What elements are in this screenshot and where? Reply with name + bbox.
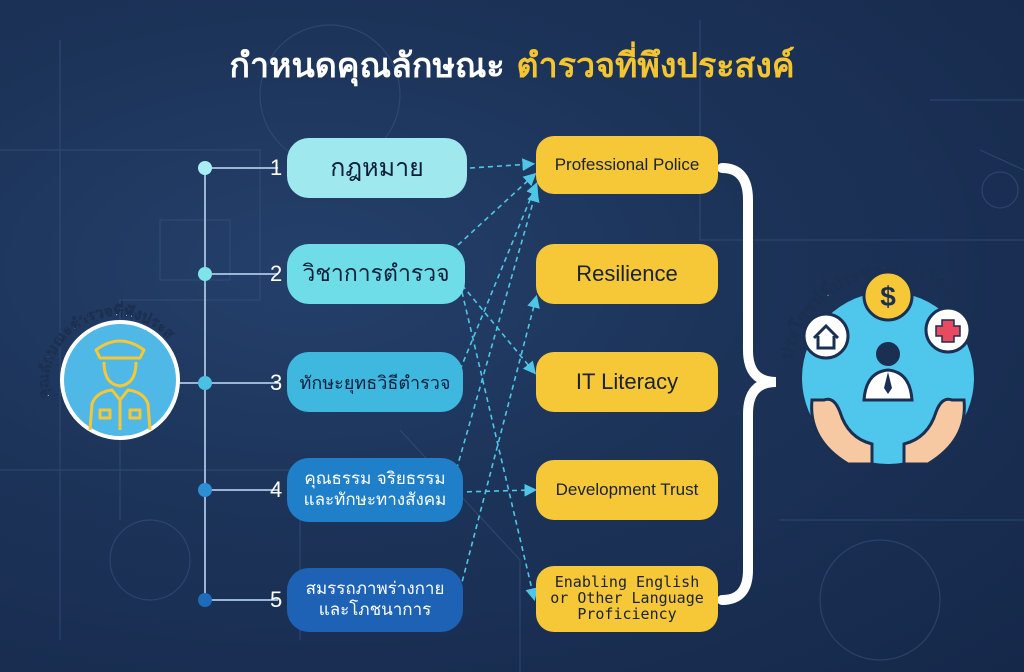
attribute-label-line2: และทักษะทางสังคม xyxy=(303,490,447,510)
attribute-police-science: วิชาการตำรวจ xyxy=(287,244,465,304)
attribute-fitness: สมรรถภาพร่างกายและโภชนาการ xyxy=(287,568,463,632)
outcome-development-trust: Development Trust xyxy=(536,460,718,520)
node-dot xyxy=(198,161,212,175)
outcome-label: Development Trust xyxy=(555,480,699,500)
outcome-it-literacy: IT Literacy xyxy=(536,352,718,412)
citizen-icon xyxy=(862,342,914,402)
attribute-number: 2 xyxy=(270,261,283,286)
outcome-resilience: Resilience xyxy=(536,244,718,304)
attribute-label-line1: คุณธรรม จริยธรรม xyxy=(304,468,446,489)
dollar-coin-icon: $ xyxy=(862,270,914,322)
svg-text:$: $ xyxy=(880,281,896,312)
outcome-label: IT Literacy xyxy=(575,369,679,395)
attribute-tactics: ทักษะยุทธวิธีตำรวจ xyxy=(287,352,463,412)
node-dot xyxy=(198,483,212,497)
title-highlight: ตำรวจที่พึงประสงค์ xyxy=(516,46,795,86)
outcome-professional-police: Professional Police xyxy=(536,136,718,194)
attribute-label-line1: สมรรถภาพร่างกาย xyxy=(305,578,445,599)
attribute-number: 4 xyxy=(270,477,283,502)
home-icon xyxy=(802,312,850,360)
attribute-label-line2: และโภชนาการ xyxy=(318,600,432,620)
brace xyxy=(717,163,777,605)
attribute-label: กฎหมาย xyxy=(330,153,424,182)
outcome-label: Resilience xyxy=(576,261,678,287)
public-benefit-badge: ประโยชน์ที่ประชาชนจะได้รับ $ xyxy=(777,260,974,466)
node-dot xyxy=(198,267,212,281)
attribute-number: 5 xyxy=(270,587,283,612)
attribute-number: 3 xyxy=(270,370,283,395)
node-dot xyxy=(198,376,212,390)
police-officer-icon xyxy=(88,339,152,431)
attribute-label: วิชาการตำรวจ xyxy=(302,261,450,287)
node-dot xyxy=(198,593,212,607)
outcome-line2: or Other Language xyxy=(550,589,704,608)
outcome-label: Professional Police xyxy=(554,155,700,175)
outcome-line1: Enabling English xyxy=(554,573,700,592)
attribute-ethics: คุณธรรม จริยธรรมและทักษะทางสังคม xyxy=(287,458,463,522)
page-title: กำหนดคุณลักษณะ ตำรวจที่พึงประสงค์ xyxy=(0,38,1024,92)
caring-hands-icon xyxy=(810,397,966,466)
outcome-line3: Proficiency xyxy=(577,604,677,623)
ideal-police-badge: คุณลักษณะตำรวจที่พึงประสงค์ xyxy=(20,280,180,440)
attribute-label: ทักษะยุทธวิธีตำรวจ xyxy=(299,372,451,394)
medical-cross-icon xyxy=(924,306,972,354)
title-part1: กำหนดคุณลักษณะ xyxy=(229,46,505,86)
attribute-law: กฎหมาย xyxy=(287,138,467,198)
attribute-number: 1 xyxy=(270,155,283,180)
